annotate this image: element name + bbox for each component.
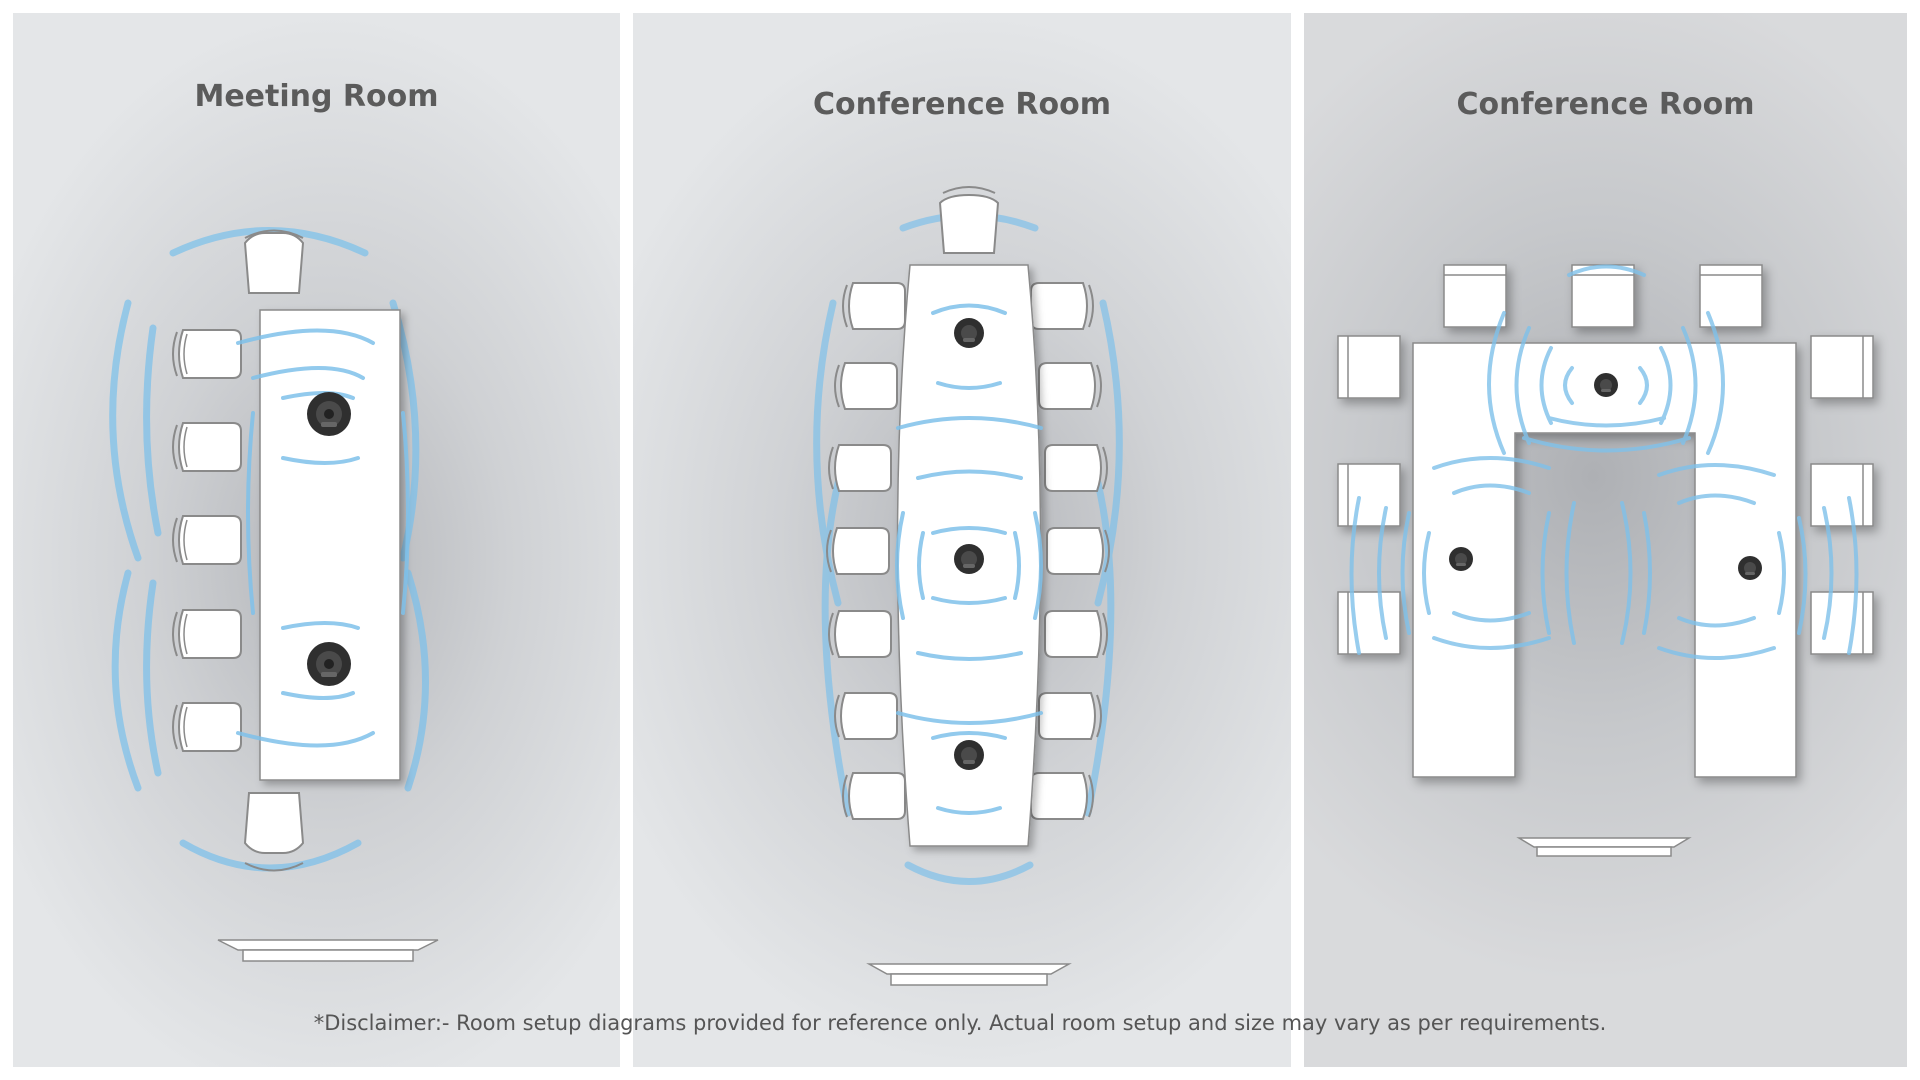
panel-title: Meeting Room <box>194 79 439 114</box>
conference-room-boat-diagram <box>813 186 1123 986</box>
chairs <box>172 229 369 872</box>
conference-room-boat-panel: Conference Room <box>633 13 1291 1067</box>
microphone <box>1449 547 1473 571</box>
meeting-room-diagram <box>109 227 439 962</box>
mic-waves <box>895 303 1043 815</box>
meeting-table <box>259 309 401 781</box>
mic-waves <box>1349 264 1859 660</box>
panel-title: Conference Room <box>812 87 1112 122</box>
microphone <box>307 392 351 436</box>
u-shaped-table <box>1412 342 1797 778</box>
microphone <box>307 642 351 686</box>
display-screen <box>217 939 439 962</box>
microphone <box>954 544 984 574</box>
disclaimer-text: *Disclaimer:- Room setup diagrams provid… <box>313 1011 1607 1035</box>
microphone <box>954 318 984 348</box>
microphone <box>1738 556 1762 580</box>
wave-arcs <box>813 212 1123 885</box>
microphone <box>1594 373 1618 397</box>
chairs <box>826 186 1110 820</box>
conference-room-u-diagram <box>1337 264 1874 857</box>
conference-room-u-panel: Conference Room <box>1304 13 1907 1067</box>
display-screen <box>866 963 1072 986</box>
panel-title: Conference Room <box>1456 87 1755 122</box>
microphone <box>954 740 984 770</box>
meeting-room-panel: Meeting Room <box>13 13 620 1067</box>
display-screen <box>1516 837 1692 857</box>
